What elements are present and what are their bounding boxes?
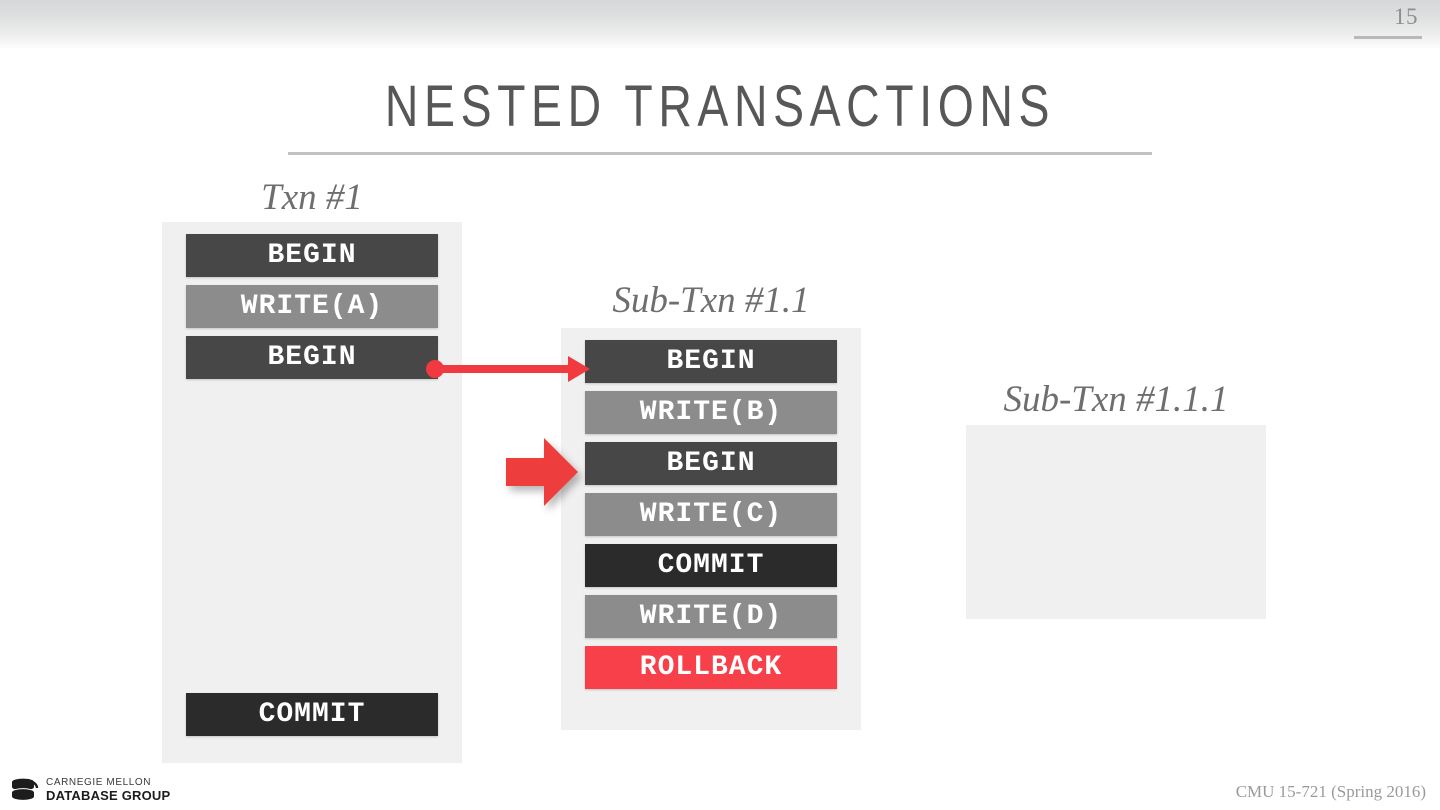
column-label-txn-1: Txn #1 — [261, 177, 363, 218]
slide-number: 15 — [1394, 4, 1418, 29]
logo-text: CARNEGIE MELLON DATABASE GROUP — [46, 777, 171, 803]
database-cylinder-icon — [12, 778, 39, 800]
column-label-sub-txn-1-1: Sub-Txn #1.1 — [612, 280, 810, 321]
panel-sub-txn-1-1: BEGIN WRITE(B) BEGIN WRITE(C) COMMIT WRI… — [561, 328, 861, 730]
op-list-txn-1: BEGIN WRITE(A) BEGIN COMMIT — [162, 222, 462, 744]
op-row[interactable]: COMMIT — [585, 544, 837, 587]
op-list-sub-txn-1-1-1 — [966, 425, 1266, 437]
op-row[interactable]: COMMIT — [186, 693, 438, 736]
op-row-spacer — [186, 642, 438, 685]
panel-sub-txn-1-1-1 — [966, 425, 1266, 619]
op-row-spacer — [186, 489, 438, 532]
page-title: NESTED TRANSACTIONS — [384, 74, 1056, 139]
title-underline — [288, 152, 1152, 155]
op-row[interactable]: WRITE(B) — [585, 391, 837, 434]
op-row[interactable]: WRITE(A) — [186, 285, 438, 328]
op-row[interactable]: WRITE(C) — [585, 493, 837, 536]
op-row-spacer — [186, 540, 438, 583]
op-row-spacer — [186, 591, 438, 634]
op-row[interactable]: BEGIN — [186, 234, 438, 277]
op-row-spacer — [186, 438, 438, 481]
cmu-database-group-logo: CARNEGIE MELLON DATABASE GROUP — [10, 778, 170, 802]
top-gradient-band — [0, 0, 1440, 48]
slide-number-rule — [1354, 36, 1422, 39]
op-row[interactable]: BEGIN — [585, 340, 837, 383]
block-arrow-icon — [506, 438, 578, 506]
connector-arrow-icon — [426, 356, 590, 382]
column-label-sub-txn-1-1-1: Sub-Txn #1.1.1 — [1003, 379, 1229, 420]
op-list-sub-txn-1-1: BEGIN WRITE(B) BEGIN WRITE(C) COMMIT WRI… — [561, 328, 861, 697]
op-row[interactable]: ROLLBACK — [585, 646, 837, 689]
logo-line-database-group: DATABASE GROUP — [46, 788, 171, 803]
op-row-spacer — [186, 387, 438, 430]
logo-line-carnegie-mellon: CARNEGIE MELLON — [46, 777, 152, 788]
footer-course-label: CMU 15-721 (Spring 2016) — [1235, 782, 1426, 801]
op-row[interactable]: BEGIN — [186, 336, 438, 379]
op-row[interactable]: BEGIN — [585, 442, 837, 485]
op-row[interactable]: WRITE(D) — [585, 595, 837, 638]
panel-txn-1: BEGIN WRITE(A) BEGIN COMMIT — [162, 222, 462, 763]
